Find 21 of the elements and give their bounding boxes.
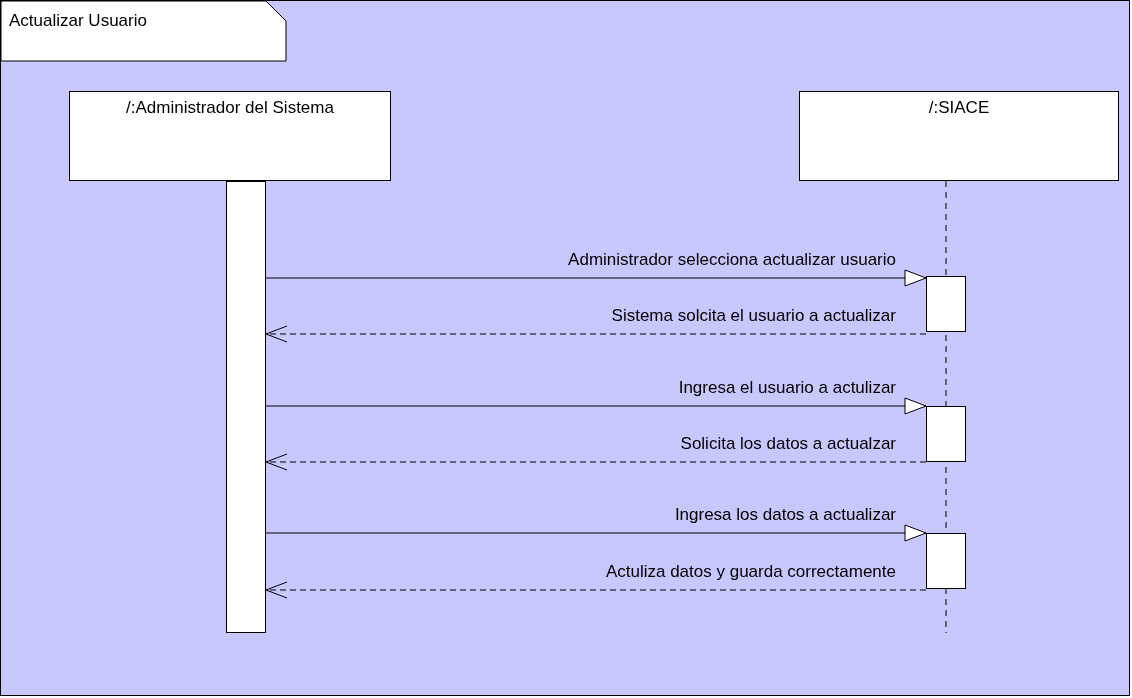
message-label: Sistema solcita el usuario a actualizar	[610, 306, 896, 326]
lifeline-name: /:SIACE	[927, 98, 991, 118]
message-label: Ingresa el usuario a actulizar	[677, 378, 896, 398]
return-message-arrow	[265, 581, 927, 599]
return-message-arrow	[265, 453, 927, 471]
lifeline-box	[69, 91, 391, 181]
return-message-arrow	[265, 325, 927, 343]
message-arrow	[265, 397, 927, 415]
frame-title: Actualizar Usuario	[9, 11, 147, 31]
message-label: Solicita los datos a actualzar	[679, 434, 896, 454]
message-label: Administrador selecciona actualizar usuario	[567, 250, 896, 270]
activation-bar	[226, 181, 266, 633]
message-label: Actuliza datos y guarda correctamente	[604, 562, 896, 582]
message-label: Ingresa los datos a actualizar	[673, 505, 896, 525]
lifeline-box	[799, 91, 1119, 181]
lifeline-name: /:Administrador del Sistema	[125, 98, 335, 118]
message-arrow	[265, 524, 927, 542]
message-arrow	[265, 269, 927, 287]
activation-bar	[926, 406, 966, 462]
activation-bar	[926, 533, 966, 589]
activation-bar	[926, 276, 966, 332]
